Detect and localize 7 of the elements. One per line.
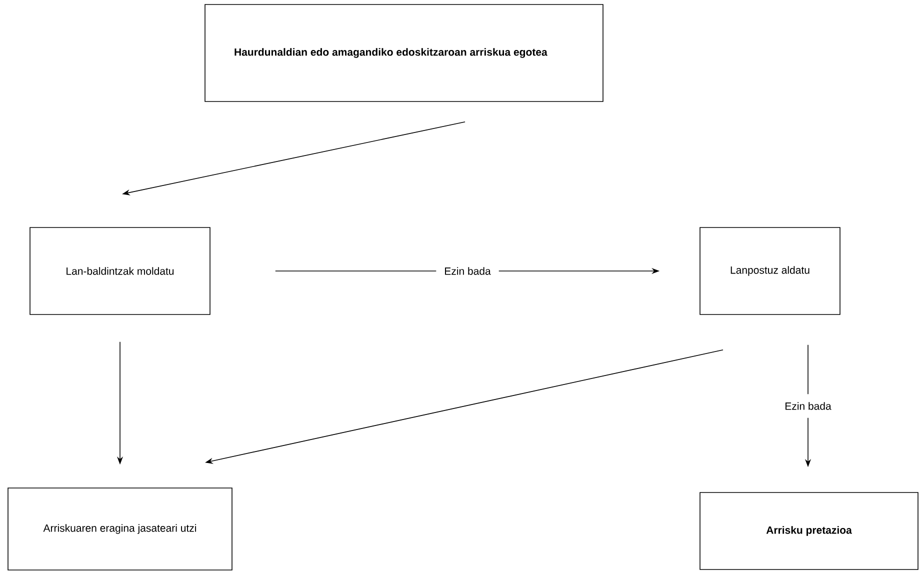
text-box: Lan-baldintzak moldatu — [30, 227, 210, 315]
text-box: Arrisku pretazioa — [700, 492, 918, 570]
text-box: Arriskuaren eragina jasateari utzi — [8, 488, 232, 570]
edge-label: Ezin bada — [436, 259, 499, 283]
edge-label: Ezin bada — [776, 394, 840, 418]
text-box: Haurdunaldian edo amagandiko edoskitzaroan arriskua egotea — [204, 4, 604, 102]
text-box: Lanpostuz aldatu — [700, 227, 840, 315]
